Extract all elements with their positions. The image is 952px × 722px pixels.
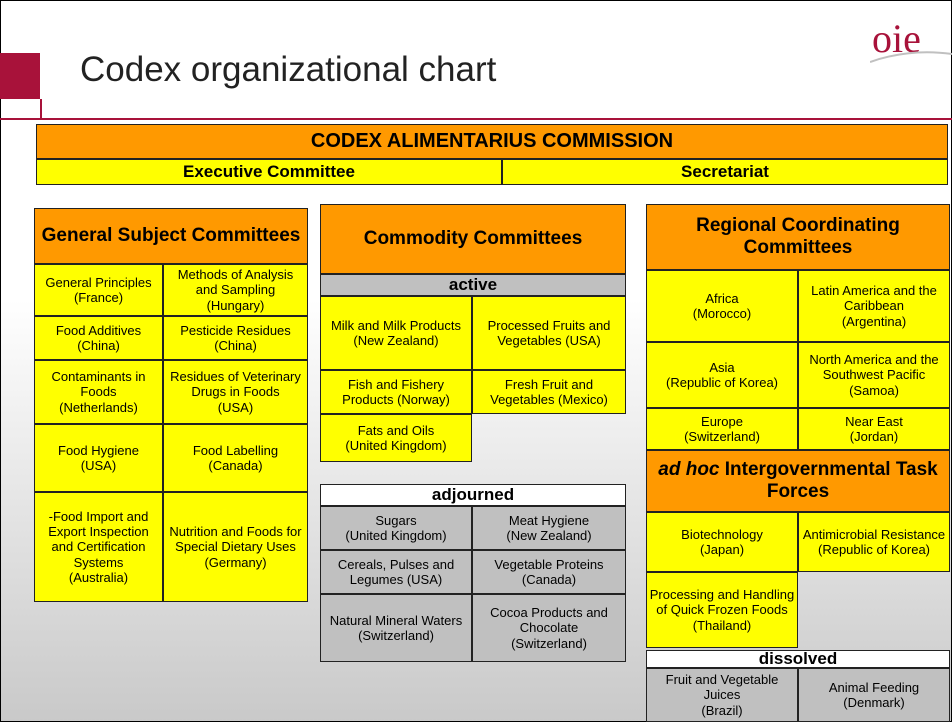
secretariat-label: Secretariat [681,161,769,181]
regional-cell: Latin America and the Caribbean (Argenti… [798,270,950,342]
adhoc-taskforces-title: ad hoc Intergovernmental Task Forces [658,458,938,502]
general-cell: Nutrition and Foods for Special Dietary … [163,492,308,602]
dissolved-label: dissolved [758,648,838,668]
regional-committees-header: Regional Coordinating Committees [646,204,950,270]
general-cell: Food Labelling (Canada) [163,424,308,492]
adhoc-cell: Antimicrobial Resistance (Republic of Ko… [798,512,950,572]
commodity-active-cell: Fish and Fishery Products (Norway) [320,370,472,414]
general-cell: Methods of Analysis and Sampling (Hungar… [163,264,308,316]
general-cell: Pesticide Residues (China) [163,316,308,360]
commodity-adjourned-cell: Cocoa Products and Chocolate (Switzerlan… [472,594,626,662]
commodity-active-cell: Fats and Oils (United Kingdom) [320,414,472,462]
dissolved-cell: Fruit and Vegetable Juices (Brazil) [646,668,798,722]
adhoc-cell: Processing and Handling of Quick Frozen … [646,572,798,648]
general-cell: Food Hygiene (USA) [34,424,163,492]
adjourned-label-bar: adjourned [320,484,626,506]
executive-committee: Executive Committee [36,159,502,185]
general-cell: Residues of Veterinary Drugs in Foods (U… [163,360,308,424]
active-label-bar: active [320,274,626,296]
dissolved-cell: Animal Feeding (Denmark) [798,668,950,722]
regional-cell: Asia (Republic of Korea) [646,342,798,408]
general-committees-title: General Subject Committees [41,224,301,246]
title-accent-square [0,53,40,99]
commodity-adjourned-cell: Sugars (United Kingdom) [320,506,472,550]
active-label: active [448,274,498,294]
commodity-active-cell: Fresh Fruit and Vegetables (Mexico) [472,370,626,414]
regional-cell: Europe (Switzerland) [646,408,798,450]
regional-cell: Near East (Jordan) [798,408,950,450]
commodity-active-cell: Milk and Milk Products (New Zealand) [320,296,472,370]
general-cell: -Food Import and Export Inspection and C… [34,492,163,602]
commodity-active-cell: Processed Fruits and Vegetables (USA) [472,296,626,370]
dissolved-label-bar: dissolved [646,648,950,668]
title-rule-connector [40,99,42,120]
commodity-adjourned-cell: Natural Mineral Waters (Switzerland) [320,594,472,662]
executive-committee-label: Executive Committee [183,161,355,181]
slide-title: Codex organizational chart [80,50,497,89]
general-cell: Contaminants in Foods (Netherlands) [34,360,163,424]
oie-logo: oie [870,16,952,63]
title-rule [0,118,952,120]
commodity-committees-title: Commodity Committees [363,227,583,249]
general-committees-header: General Subject Committees [34,208,308,264]
regional-cell: Africa (Morocco) [646,270,798,342]
regional-committees-title: Regional Coordinating Committees [696,214,900,258]
commodity-adjourned-cell: Meat Hygiene (New Zealand) [472,506,626,550]
adjourned-label: adjourned [431,484,515,504]
adhoc-taskforces-header: ad hoc Intergovernmental Task Forces [646,450,950,512]
commodity-committees-header: Commodity Committees [320,204,626,274]
general-cell: General Principles (France) [34,264,163,316]
commodity-adjourned-cell: Cereals, Pulses and Legumes (USA) [320,550,472,594]
commodity-adjourned-cell: Vegetable Proteins (Canada) [472,550,626,594]
commission-title: CODEX ALIMENTARIUS COMMISSION [310,129,674,152]
adhoc-cell: Biotechnology (Japan) [646,512,798,572]
commission-header: CODEX ALIMENTARIUS COMMISSION [36,124,948,159]
secretariat: Secretariat [502,159,948,185]
regional-cell: North America and the Southwest Pacific … [798,342,950,408]
general-cell: Food Additives (China) [34,316,163,360]
